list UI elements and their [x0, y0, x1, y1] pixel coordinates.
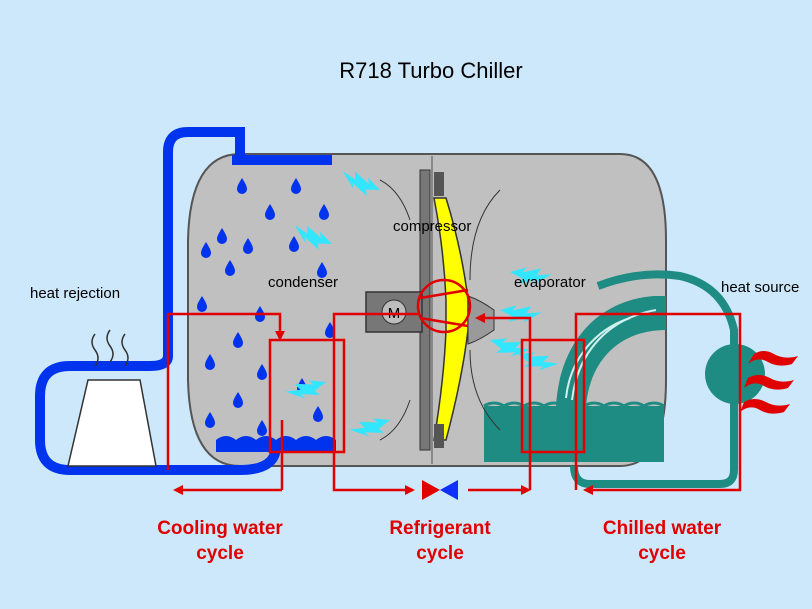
chilled-cycle-line2: cycle	[638, 543, 686, 564]
motor: M	[365, 291, 423, 333]
cooling-water-cycle-label: Cooling water cycle	[140, 516, 300, 566]
cooling-water-pipe	[35, 127, 281, 475]
chilled-cycle-line1: Chilled water	[602, 518, 722, 539]
heat-rejection-label: heat rejection	[30, 285, 121, 302]
heat-source-flames	[740, 351, 798, 414]
refrigerant-cycle-line2: cycle	[416, 543, 464, 564]
heat-source-exchanger	[705, 344, 765, 404]
evaporator-exchanger-box	[520, 338, 586, 454]
expansion-valve	[422, 480, 458, 500]
cooling-tower	[67, 329, 157, 467]
evaporator-label: evaporator	[514, 274, 586, 291]
cooling-cycle-line2: cycle	[196, 543, 244, 564]
compressor-symbol	[416, 278, 472, 334]
cycle-flow-lines	[166, 312, 742, 495]
heat-source-label: heat source	[721, 279, 800, 296]
compressor-label: compressor	[393, 218, 472, 235]
condenser-label: condenser	[268, 274, 339, 291]
refrigerant-cycle-line1: Refrigerant	[389, 518, 491, 539]
page-title: R718 Turbo Chiller	[339, 58, 523, 83]
refrigerant-cycle-label: Refrigerant cycle	[370, 516, 510, 566]
cooling-cycle-line1: Cooling water	[157, 518, 283, 539]
compressor	[379, 169, 501, 451]
condensate-pool	[216, 436, 336, 452]
condenser-exchanger-box	[268, 338, 346, 454]
chilled-water-cycle-label: Chilled water cycle	[582, 516, 742, 566]
